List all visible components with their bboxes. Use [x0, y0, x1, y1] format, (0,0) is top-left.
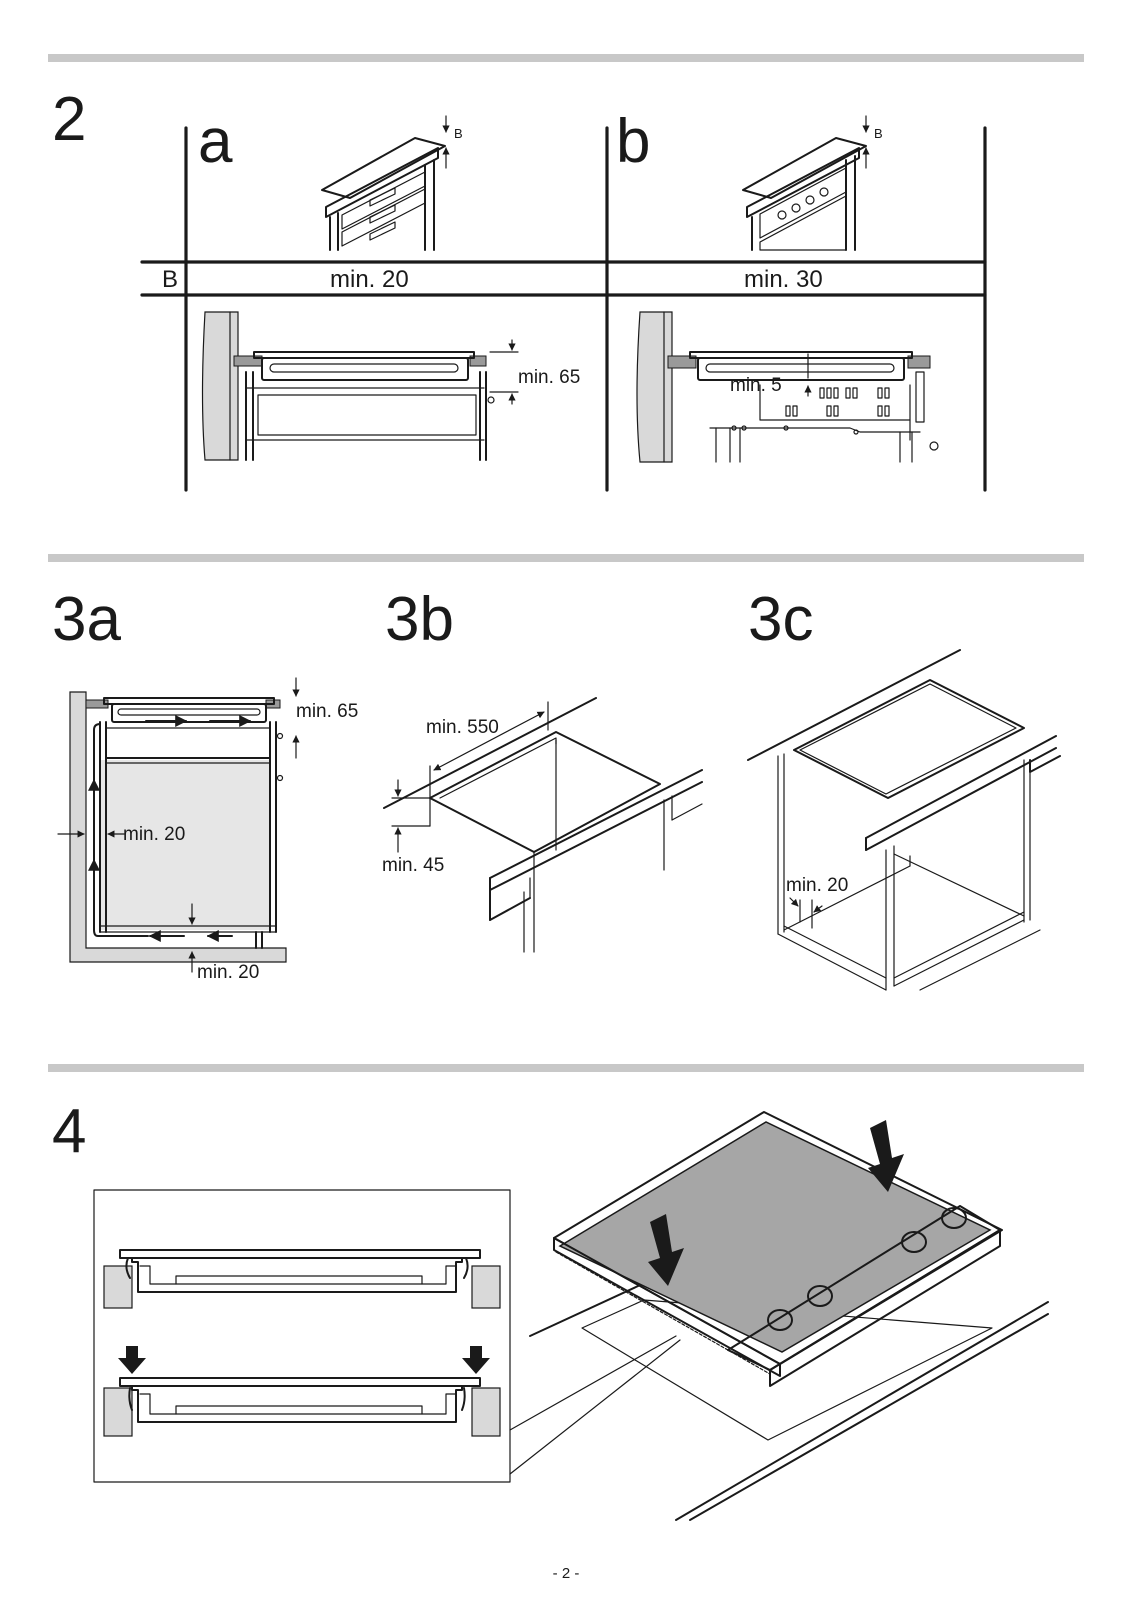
panel-b-clearance-label: min. 5: [730, 375, 782, 396]
clip-detail-inset: [93, 1189, 681, 1483]
hob-installation-perspective: [529, 1111, 1049, 1521]
section-number-2: 2: [52, 85, 86, 154]
section-divider-4: [48, 1064, 1084, 1072]
press-down-arrow-icon: [648, 1214, 684, 1286]
fig-3b-depth-label: min. 550: [426, 717, 499, 738]
panel-b-min-value: min. 30: [744, 266, 823, 293]
fig-3c-side-label: min. 20: [786, 875, 848, 896]
clearance-table-grid: [140, 126, 987, 492]
section-divider-2: [48, 54, 1084, 62]
figure-3c-number: 3c: [748, 585, 813, 654]
figure-3b-number: 3b: [385, 585, 454, 654]
oven-unit-illustration: [742, 115, 870, 251]
fig-3a-side-label: min. 20: [123, 824, 185, 845]
oven-section-view: [636, 311, 939, 463]
fig-3a-bottom-label: min. 20: [197, 962, 259, 983]
panel-a-depth-label: min. 65: [518, 367, 580, 388]
press-down-arrow-icon-2: [868, 1120, 904, 1192]
page-number: - 2 -: [553, 1565, 580, 1582]
section-divider-3: [48, 554, 1084, 562]
panel-a-gap-label: B: [454, 126, 463, 141]
panel-b-gap-label: B: [874, 126, 883, 141]
fig-3a-top-label: min. 65: [296, 701, 358, 722]
panel-b-letter: b: [616, 107, 650, 176]
panel-a-letter: a: [198, 107, 233, 176]
panel-a-min-value: min. 20: [330, 266, 409, 293]
cabinet-cutout-3c: [747, 649, 1061, 991]
drawer-unit-illustration: [321, 115, 450, 251]
section-number-4: 4: [52, 1097, 86, 1166]
control-knob-icon: [767, 1207, 967, 1331]
figure-3a-number: 3a: [52, 585, 121, 654]
worktop-cutout-3b: [383, 697, 703, 953]
drawer-section-view: [201, 311, 519, 461]
ventilation-section-3a: [57, 677, 300, 973]
table-row-label-b: B: [162, 266, 178, 293]
fig-3b-edge-label: min. 45: [382, 855, 444, 876]
